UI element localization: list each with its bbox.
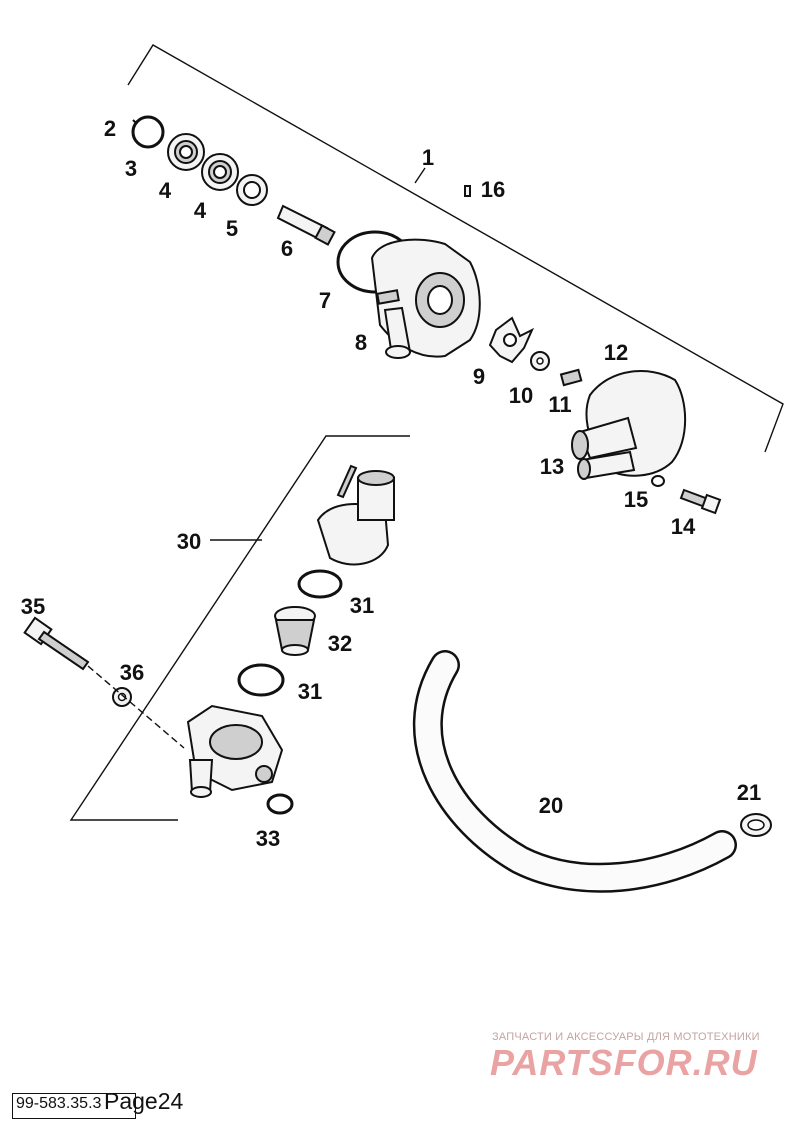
footer-reference-number: 99-583.35.3 bbox=[16, 1095, 102, 1112]
callout-10: 10 bbox=[509, 383, 533, 408]
circlip-part bbox=[131, 115, 165, 149]
washer-part bbox=[530, 351, 550, 371]
callout-9: 9 bbox=[473, 364, 485, 389]
callout-35: 35 bbox=[21, 594, 45, 619]
callout-6: 6 bbox=[281, 236, 293, 261]
thermostat-o-ring-part bbox=[297, 569, 343, 599]
callout-31: 31 bbox=[298, 679, 322, 704]
thermostat-part bbox=[274, 606, 316, 656]
callout-5: 5 bbox=[226, 216, 238, 241]
callout-16: 16 bbox=[481, 177, 505, 202]
callout-7: 7 bbox=[319, 288, 331, 313]
callout-13: 13 bbox=[540, 454, 564, 479]
water-pump-group-bracket bbox=[127, 44, 784, 453]
callout-4: 4 bbox=[159, 178, 172, 203]
callout-36: 36 bbox=[120, 660, 144, 685]
footer-page-label: Page24 bbox=[104, 1088, 184, 1114]
callout-31: 31 bbox=[350, 593, 374, 618]
callout-33: 33 bbox=[256, 826, 280, 851]
impeller-part bbox=[488, 316, 535, 364]
hose-clamp-part bbox=[740, 813, 772, 837]
callout-32: 32 bbox=[328, 631, 352, 656]
callout-14: 14 bbox=[671, 514, 696, 539]
callout-15: 15 bbox=[624, 487, 648, 512]
pump-shaft-part bbox=[276, 204, 336, 246]
small-o-ring-part bbox=[651, 475, 665, 487]
thermostat-housing-part bbox=[186, 704, 284, 798]
watermark-logo: PARTSFOR.RU bbox=[490, 1042, 758, 1083]
callout-11: 11 bbox=[548, 392, 571, 417]
callout-1: 1 bbox=[422, 145, 434, 170]
vent-screw-part bbox=[336, 464, 358, 499]
housing-o-ring-part bbox=[266, 793, 294, 815]
assembly-axis-line bbox=[87, 665, 185, 749]
thermostat-o-ring-part bbox=[237, 663, 285, 697]
callout-4: 4 bbox=[194, 198, 207, 223]
callout-2: 2 bbox=[104, 116, 116, 141]
thermostat-cover-part bbox=[316, 470, 395, 566]
callout-8: 8 bbox=[355, 330, 367, 355]
ball-bearing-part bbox=[201, 153, 239, 191]
housing-bolt-part bbox=[23, 616, 90, 671]
pump-housing-part bbox=[370, 238, 481, 359]
coolant-hose-part bbox=[413, 650, 737, 893]
ball-bearing-part bbox=[167, 133, 205, 171]
cover-bolt-part bbox=[679, 488, 722, 515]
pump-cover-part bbox=[571, 370, 687, 480]
shaft-seal-part bbox=[236, 174, 268, 206]
bolt-washer-part bbox=[112, 687, 132, 707]
watermark-subtitle: ЗАПЧАСТИ И АКСЕССУАРЫ ДЛЯ МОТОТЕХНИКИ bbox=[492, 1031, 760, 1043]
dowel-pin-part bbox=[464, 185, 471, 197]
callout-21: 21 bbox=[737, 780, 761, 805]
callout-12: 12 bbox=[604, 340, 628, 365]
footer-reference-box bbox=[12, 1093, 136, 1119]
callout-3: 3 bbox=[125, 156, 137, 181]
thermostat-group-bracket bbox=[69, 435, 410, 821]
impeller-nut-part bbox=[559, 368, 583, 387]
callout-20: 20 bbox=[539, 793, 563, 818]
callout-30: 30 bbox=[177, 529, 201, 554]
